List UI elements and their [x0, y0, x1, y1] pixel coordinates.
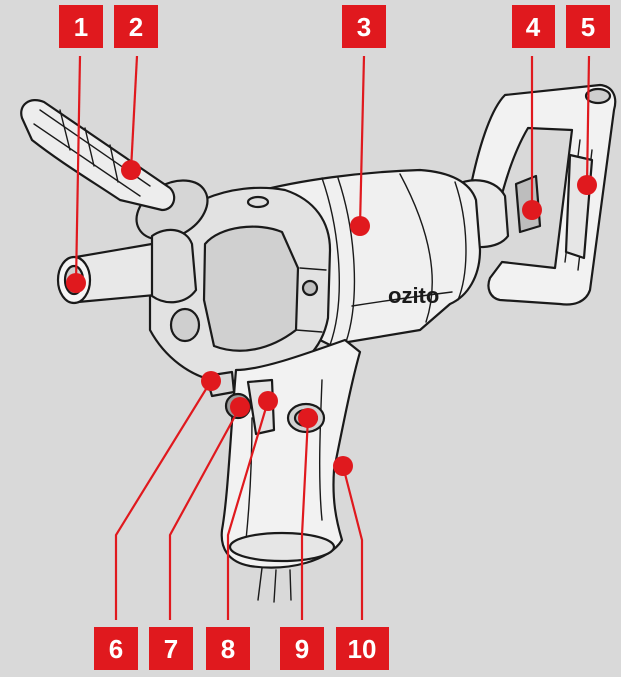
leader-line-1 — [74, 55, 82, 284]
leader-line-9 — [300, 417, 310, 620]
side-handle — [20, 99, 176, 212]
callout-dot-10 — [333, 456, 353, 476]
callout-dot-2 — [121, 160, 141, 180]
callout-number-1: 1 — [74, 12, 88, 42]
callout-6: 6 — [94, 627, 138, 670]
callout-5: 5 — [566, 5, 610, 48]
callout-dot-4 — [522, 200, 542, 220]
callout-dot-7 — [230, 397, 250, 417]
callout-dot-3 — [350, 216, 370, 236]
callout-number-7: 7 — [164, 634, 178, 664]
callout-number-3: 3 — [357, 12, 371, 42]
callout-dot-5 — [577, 175, 597, 195]
callout-2: 2 — [114, 5, 158, 48]
callout-dot-9 — [298, 408, 318, 428]
leader-lines — [74, 55, 591, 620]
callout-number-9: 9 — [295, 634, 309, 664]
callout-9: 9 — [280, 627, 324, 670]
callout-number-10: 10 — [348, 634, 377, 664]
power-cord — [257, 567, 292, 603]
callout-1: 1 — [59, 5, 103, 48]
callout-number-5: 5 — [581, 12, 595, 42]
callout-8: 8 — [206, 627, 250, 670]
callout-number-4: 4 — [526, 12, 541, 42]
callout-3: 3 — [342, 5, 386, 48]
pistol-grip — [220, 338, 362, 569]
callout-number-6: 6 — [109, 634, 123, 664]
callout-dot-6 — [201, 371, 221, 391]
callout-dot-1 — [66, 273, 86, 293]
leader-line-2 — [129, 55, 139, 171]
leader-line-8 — [226, 400, 270, 620]
leader-line-7 — [168, 406, 241, 620]
leader-line-6 — [114, 380, 212, 620]
callout-4: 4 — [512, 5, 555, 48]
leader-line-5 — [585, 55, 591, 186]
mixer-drill-illustration: ozito — [20, 83, 617, 603]
gearbox-housing — [148, 186, 332, 384]
callout-dot-8 — [258, 391, 278, 411]
callout-dots — [66, 160, 597, 476]
callout-number-8: 8 — [221, 634, 235, 664]
leader-line-3 — [358, 55, 366, 227]
callout-number-2: 2 — [129, 12, 143, 42]
leader-line-10 — [341, 465, 364, 620]
brand-logo: ozito — [388, 283, 439, 308]
callout-badges: 1 2 3 4 5 6 7 8 — [59, 5, 610, 670]
callout-10: 10 — [336, 627, 389, 670]
callout-7: 7 — [149, 627, 193, 670]
